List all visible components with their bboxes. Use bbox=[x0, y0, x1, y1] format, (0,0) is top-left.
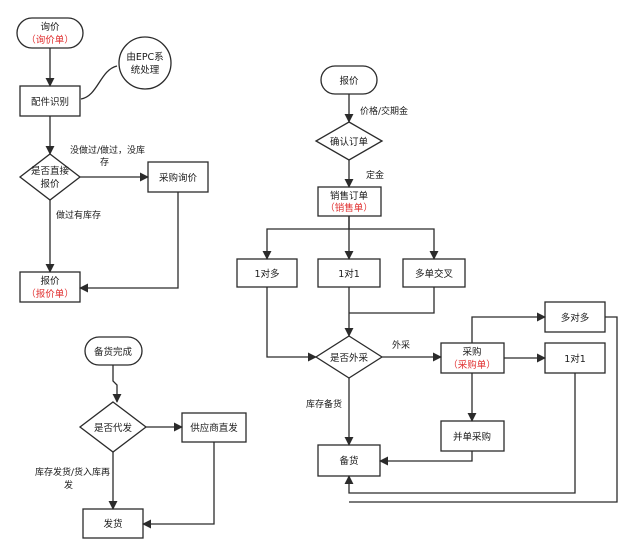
stock-ready-label: 备货完成 bbox=[94, 346, 133, 358]
supplier-direct-label: 供应商直发 bbox=[190, 422, 238, 434]
supplier-direct-node[interactable]: 供应商直发 bbox=[181, 412, 247, 443]
quote-directly-decision[interactable]: 是否直接 报价 bbox=[18, 153, 82, 201]
sales-order-title: 销售订单 bbox=[330, 190, 369, 202]
purchase-title: 采购 bbox=[462, 346, 481, 358]
epc-note-line1: 由EPC系 bbox=[126, 51, 163, 63]
edge-supplier-to-shipping bbox=[142, 442, 215, 529]
edge-one-to-many-to-outsourcing bbox=[266, 287, 317, 362]
purchase-inquiry-label: 采购询价 bbox=[159, 172, 198, 184]
shipping-node[interactable]: 发货 bbox=[82, 508, 144, 539]
quote1-title: 报价 bbox=[40, 275, 60, 287]
edge-label-not-done-line2: 存 bbox=[100, 156, 109, 168]
parts-id-label: 配件识别 bbox=[31, 96, 69, 108]
edge-sales-to-multi-cross bbox=[349, 228, 439, 260]
edge-label-stock-ship-line1: 库存发货/货入库再 bbox=[35, 466, 110, 478]
many-to-many-node[interactable]: 多对多 bbox=[544, 301, 606, 333]
edge-many-to-many-to-stock-prep bbox=[349, 316, 618, 503]
one-to-one-label: 1对1 bbox=[338, 268, 360, 280]
edge-multi-cross-to-outsourcing bbox=[349, 287, 435, 314]
many-to-many-label: 多对多 bbox=[561, 312, 590, 324]
stock-prep-label: 备货 bbox=[339, 455, 358, 467]
edge-label-stock: 库存备货 bbox=[306, 398, 342, 410]
multi-cross-label: 多单交叉 bbox=[415, 268, 454, 280]
drop-ship-label: 是否代发 bbox=[94, 422, 133, 434]
purchase-doc: （采购单） bbox=[448, 359, 496, 371]
quote3-label: 报价 bbox=[339, 75, 359, 87]
quote-directly-line2: 报价 bbox=[40, 178, 60, 190]
one-to-many-node[interactable]: 1对多 bbox=[236, 258, 298, 288]
edge-purchase-inquiry-to-quote bbox=[79, 192, 179, 293]
one-to-one-node[interactable]: 1对1 bbox=[317, 258, 381, 288]
edge-label-done-in-stock: 做过有库存 bbox=[56, 209, 101, 221]
outsourcing-label: 是否外采 bbox=[330, 352, 369, 364]
one-to-one-b-label: 1对1 bbox=[564, 353, 586, 365]
purchase-node[interactable]: 采购 （采购单） bbox=[440, 342, 505, 374]
inquiry-title: 询价 bbox=[40, 21, 60, 33]
edge-label-not-done-line1: 没做过/做过，没库 bbox=[70, 144, 145, 156]
edge-sales-to-one-to-many bbox=[262, 216, 350, 260]
quote1-doc: （报价单） bbox=[26, 288, 74, 300]
edge-one-to-one-b-to-stock-prep bbox=[344, 373, 576, 494]
edge-label-price: 价格/交期金 bbox=[360, 105, 408, 117]
sales-order-doc: （销售单） bbox=[325, 202, 373, 214]
merge-purchase-label: 并单采购 bbox=[453, 431, 491, 443]
multi-cross-node[interactable]: 多单交叉 bbox=[402, 258, 466, 288]
inquiry-doc: （询价单） bbox=[26, 34, 74, 46]
edge-purchase-to-many-to-many bbox=[471, 312, 546, 343]
merge-purchase-node[interactable]: 并单采购 bbox=[440, 420, 505, 452]
stock-prep-node[interactable]: 备货 bbox=[317, 444, 381, 477]
sales-order-node[interactable]: 销售订单 （销售单） bbox=[317, 186, 382, 217]
drop-ship-decision[interactable]: 是否代发 bbox=[78, 401, 148, 453]
edge-stock-ready-to-decision bbox=[112, 365, 122, 403]
epc-note-connector bbox=[80, 65, 118, 100]
edge-label-stock-ship-line2: 发 bbox=[64, 479, 73, 491]
outsourcing-decision[interactable]: 是否外采 bbox=[314, 335, 384, 379]
one-to-one-b-node[interactable]: 1对1 bbox=[544, 342, 606, 374]
confirm-order-label: 确认订单 bbox=[330, 136, 369, 148]
shipping-label: 发货 bbox=[103, 518, 122, 530]
purchase-inquiry-node[interactable]: 采购询价 bbox=[147, 161, 209, 193]
parts-id-node[interactable]: 配件识别 bbox=[19, 85, 81, 117]
stock-ready-node[interactable]: 备货完成 bbox=[84, 336, 143, 366]
epc-note-line2: 统处理 bbox=[131, 64, 160, 76]
one-to-many-label: 1对多 bbox=[254, 268, 279, 280]
edge-merge-to-stock-prep bbox=[379, 451, 473, 466]
quote-directly-line1: 是否直接 bbox=[31, 165, 70, 177]
edge-label-outsource: 外采 bbox=[392, 339, 410, 351]
edge-label-deposit: 定金 bbox=[366, 169, 384, 181]
inquiry-node[interactable]: 询价 （询价单） bbox=[16, 17, 84, 49]
confirm-order-decision[interactable]: 确认订单 bbox=[314, 121, 384, 161]
epc-note-bubble: 由EPC系 统处理 bbox=[118, 36, 172, 90]
quote-node-flow3[interactable]: 报价 bbox=[320, 65, 378, 95]
quote-node-flow1[interactable]: 报价 （报价单） bbox=[19, 271, 81, 303]
